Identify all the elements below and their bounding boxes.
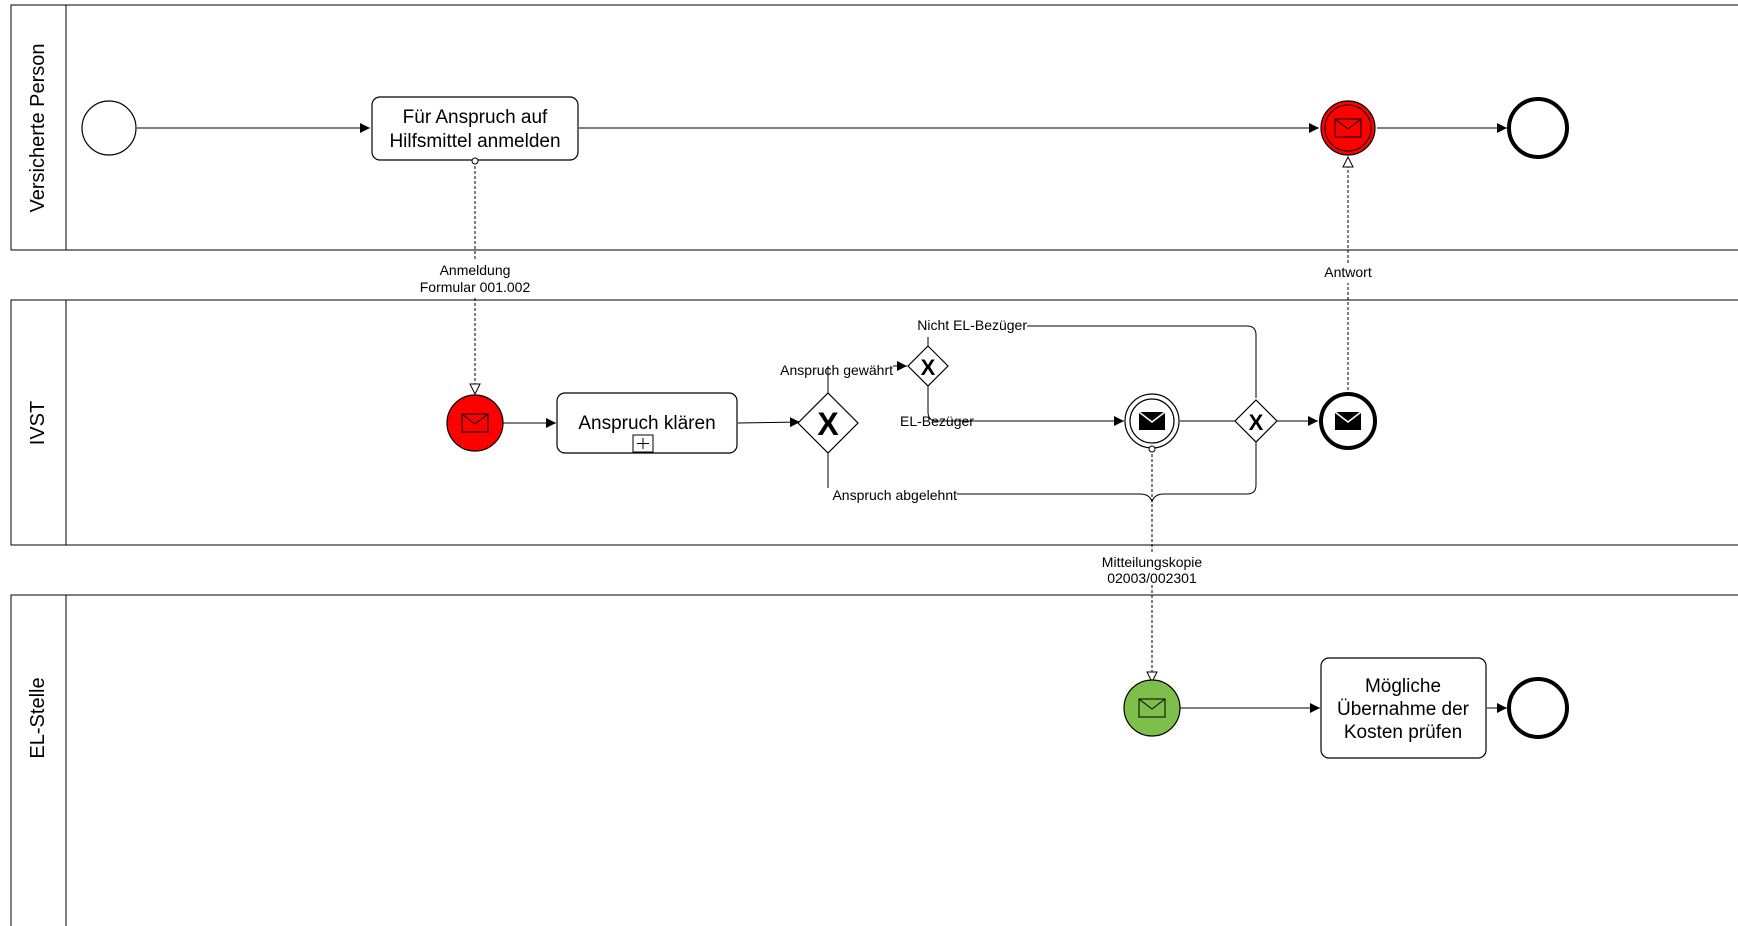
plus-icon [632,434,654,453]
label-mitteilung-2: 02003/002301 [1107,570,1197,586]
subprocess-label: Anspruch klären [578,413,715,434]
message-flow-anmeldung: Anmeldung Formular 001.002 [420,157,531,394]
exclusive-gateway-icon[interactable]: X [907,345,949,387]
lane-label-el-stelle: EL-Stelle [27,677,49,758]
task-uebernahme-line3: Kosten prüfen [1344,722,1462,743]
end-event-icon[interactable] [1507,97,1569,159]
task-uebernahme-line2: Übernahme der [1337,699,1470,720]
start-event-icon[interactable] [81,100,137,156]
label-anmeldung-2: Formular 001.002 [420,279,531,295]
end-event-icon[interactable] [1319,392,1377,450]
svg-text:X: X [921,355,936,380]
envelope-icon[interactable] [446,394,504,452]
lane-el-stelle: EL-Stelle [10,594,1738,926]
task-anmelden-line2: Hilfsmittel anmelden [389,131,560,152]
task-uebernahme-line1: Mögliche [1365,676,1441,697]
exclusive-gateway-icon[interactable]: X [797,392,859,454]
svg-text:X: X [1249,410,1264,435]
label-el-bezueger: EL-Bezüger [900,413,974,429]
end-event-icon[interactable] [1507,677,1569,739]
subprocess-anspruch-klaeren[interactable]: Anspruch klären [556,392,738,454]
task-anmelden-line1: Für Anspruch auf [403,107,548,128]
lane-ivst: IVST [10,299,1738,546]
task-uebernahme[interactable]: Mögliche Übernahme der Kosten prüfen [1320,657,1487,759]
svg-text:X: X [817,406,839,442]
envelope-icon[interactable] [1320,100,1376,156]
message-flow-antwort: Antwort [1324,157,1372,390]
task-anmelden[interactable]: Für Anspruch auf Hilfsmittel anmelden [371,96,579,161]
lane-label-ivst: IVST [27,401,49,445]
label-anmeldung-1: Anmeldung [440,262,511,278]
message-flow-mitteilungskopie: Mitteilungskopie 02003/002301 [1102,445,1203,682]
label-anspruch-abgelehnt: Anspruch abgelehnt [832,487,957,503]
sequence-flows-lane2 [503,325,1318,503]
label-anspruch-gewaehrt: Anspruch gewährt [780,362,893,378]
label-antwort: Antwort [1324,264,1372,280]
lane-label-versicherte-person: Versicherte Person [27,44,49,213]
envelope-icon[interactable] [1124,393,1180,449]
envelope-icon[interactable] [1123,679,1181,737]
exclusive-gateway-icon[interactable]: X [1234,399,1278,443]
label-mitteilung-1: Mitteilungskopie [1102,554,1203,570]
label-nicht-el-bezueger: Nicht EL-Bezüger [917,317,1027,333]
